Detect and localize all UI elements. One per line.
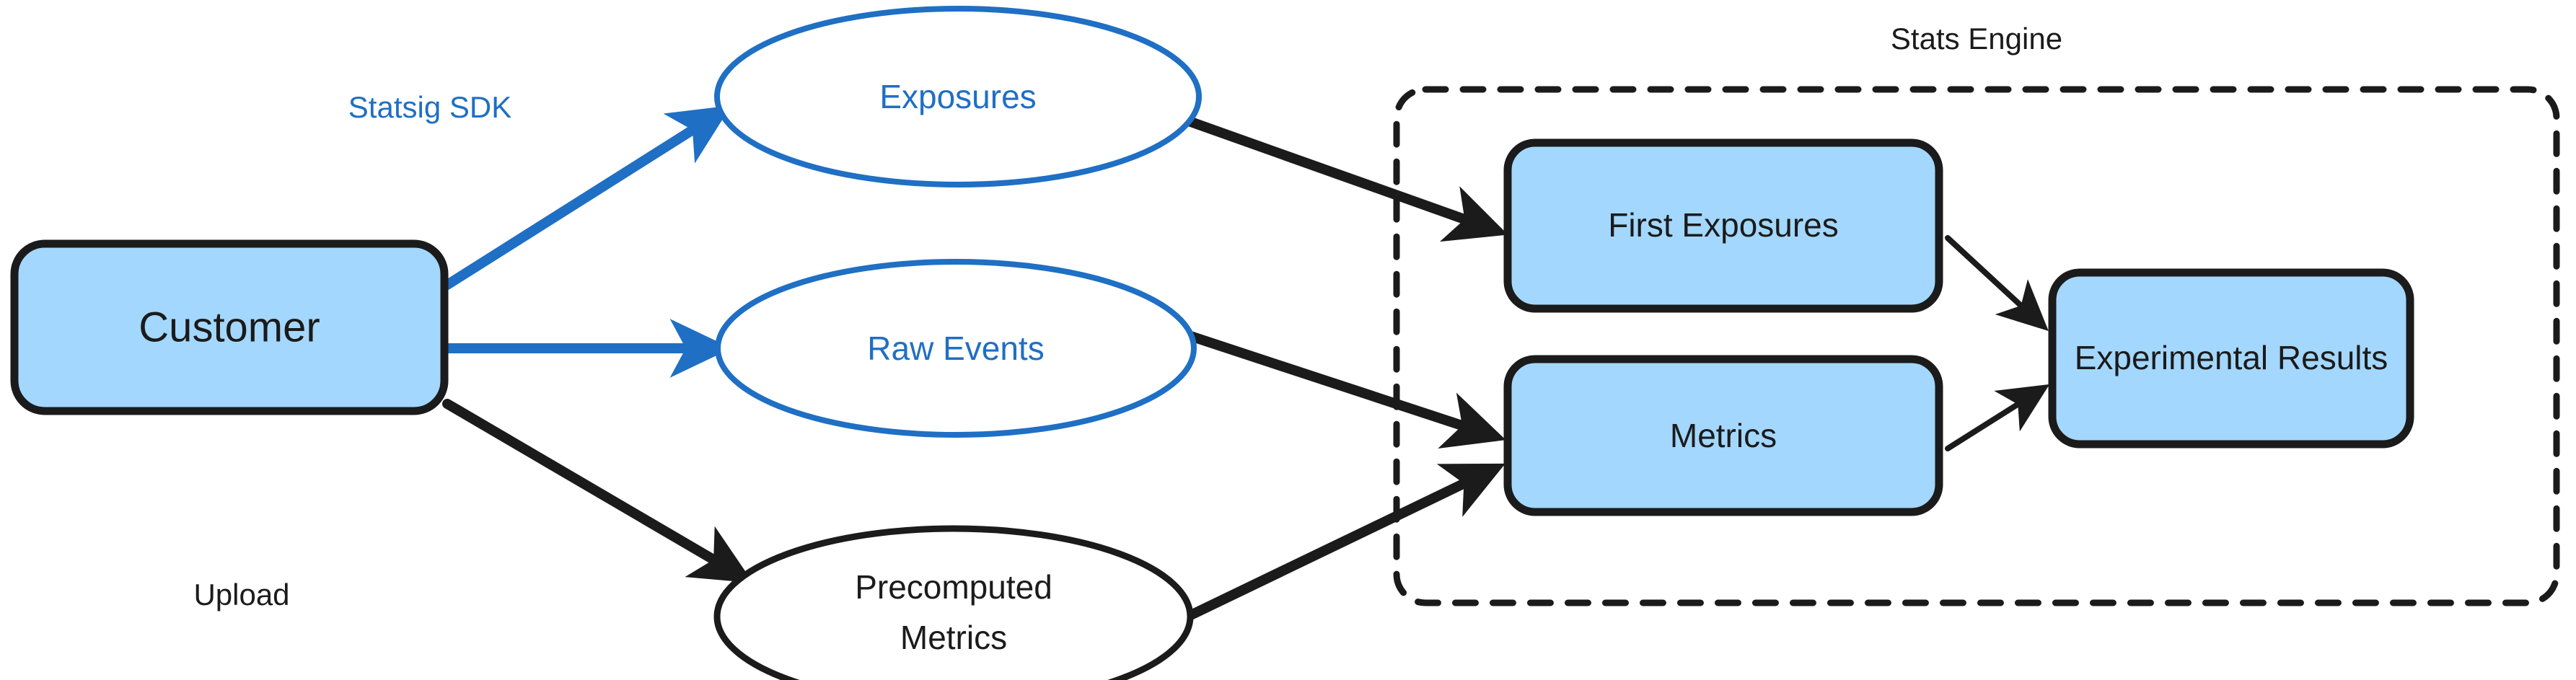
- edge-precomputed-metrics: [1172, 463, 1505, 627]
- edge-metrics-results: [1945, 384, 2050, 451]
- node-exposures[interactable]: Exposures: [714, 6, 1202, 187]
- node-first-exposures-label: First Exposures: [1608, 206, 1839, 244]
- edge-label-statsig-sdk: Statsig SDK: [348, 90, 511, 124]
- node-precomputed-metrics-shape[interactable]: [713, 525, 1194, 680]
- node-metrics-shape[interactable]: [1503, 355, 1943, 516]
- edge-exposures-first-exposures: [1174, 112, 1508, 242]
- node-precomputed-metrics-label-line2: Metrics: [900, 619, 1007, 656]
- node-exposures-shape[interactable]: [714, 6, 1202, 187]
- edge-customer-exposures: Statsig SDK: [348, 90, 731, 290]
- node-first-exposures-shape[interactable]: [1503, 138, 1943, 313]
- node-precomputed-metrics-label-line1: Precomputed: [855, 568, 1052, 606]
- node-experimental-results-label: Experimental Results: [2075, 339, 2388, 376]
- node-experimental-results-shape[interactable]: [2048, 268, 2414, 449]
- node-experimental-results[interactable]: Experimental Results: [2048, 268, 2414, 449]
- stats-engine-dashed-border: [1393, 86, 2560, 606]
- stats-engine-label: Stats Engine: [1891, 22, 2062, 56]
- node-customer-shape[interactable]: [10, 239, 449, 415]
- stats-engine-cluster: Stats Engine: [1393, 22, 2560, 606]
- node-metrics-label: Metrics: [1670, 417, 1777, 454]
- node-precomputed-metrics[interactable]: Precomputed Metrics: [713, 525, 1194, 680]
- edge-label-upload: Upload: [193, 578, 289, 611]
- edge-layer: Statsig SDK Upload: [193, 90, 2050, 627]
- node-customer[interactable]: Customer: [10, 239, 449, 415]
- node-raw-events[interactable]: Raw Events: [715, 259, 1197, 438]
- edge-raw-events-metrics: [1177, 328, 1506, 449]
- node-raw-events-label: Raw Events: [867, 330, 1044, 367]
- edge-customer-precomputed: Upload: [193, 399, 754, 611]
- node-raw-events-shape[interactable]: [715, 259, 1197, 438]
- edge-first-exposures-results: [1945, 235, 2049, 332]
- node-metrics[interactable]: Metrics: [1503, 355, 1943, 516]
- node-first-exposures[interactable]: First Exposures: [1503, 138, 1943, 313]
- node-customer-label: Customer: [139, 304, 320, 350]
- node-exposures-label: Exposures: [879, 78, 1036, 115]
